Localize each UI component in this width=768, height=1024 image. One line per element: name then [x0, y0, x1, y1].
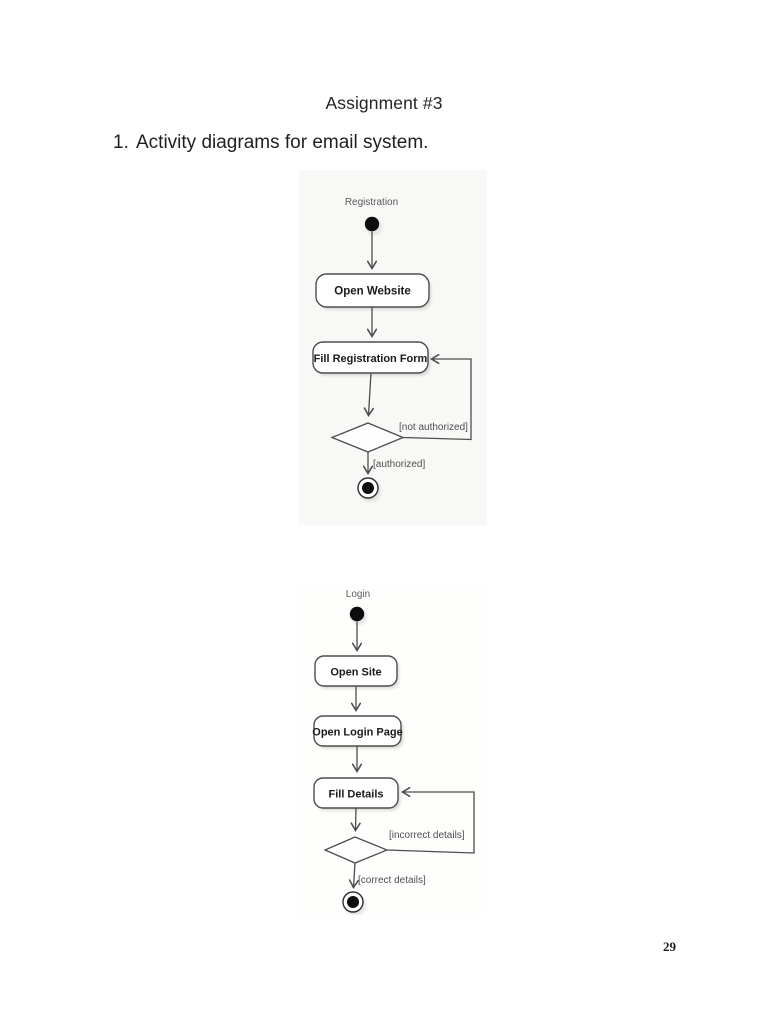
decision-diamond: [330, 422, 405, 453]
flow-arrow-not-authorized-loop: [402, 359, 472, 441]
flow-arrow-correct-details: [354, 862, 356, 887]
flow-arrow-incorrect-details-loop: [386, 792, 475, 854]
activity-open-website-label: Open Website: [334, 286, 410, 298]
flow-arrow-fill-details-to-decision: [356, 807, 357, 830]
login-diagram-canvas: Login Open Site Open Login Page Fill Det…: [312, 589, 475, 915]
decision-diamond: [323, 836, 389, 864]
list-item: 1. Activity diagrams for email system.: [113, 132, 428, 154]
diagram-title-label: Registration: [345, 197, 398, 208]
start-node: [349, 606, 365, 622]
diagram-title-label: Login: [346, 589, 370, 600]
guard-authorized-label: [authorized]: [373, 459, 425, 470]
guard-incorrect-details-label: [incorrect details]: [389, 830, 465, 841]
page-number: 29: [663, 939, 676, 954]
guard-correct-details-label: [correct details]: [358, 875, 426, 886]
final-node-inner: [347, 896, 359, 908]
final-node-inner: [362, 482, 374, 494]
registration-activity-diagram: Registration Open Website Fill Registrat…: [299, 170, 487, 525]
page-title: Assignment #3: [325, 93, 443, 113]
registration-diagram-canvas: Registration Open Website Fill Registrat…: [312, 197, 472, 502]
activity-open-site-label: Open Site: [330, 667, 381, 679]
activity-fill-registration-form-label: Fill Registration Form: [314, 353, 428, 365]
list-item-number: 1.: [113, 132, 129, 153]
login-activity-diagram: Login Open Site Open Login Page Fill Det…: [295, 585, 485, 915]
flow-arrow-fill-form-to-decision: [369, 372, 372, 415]
activity-open-login-page-label: Open Login Page: [312, 727, 402, 739]
start-node: [364, 216, 380, 232]
guard-not-authorized-label: [not authorized]: [399, 422, 468, 433]
activity-fill-details-label: Fill Details: [328, 789, 383, 801]
list-item-text: Activity diagrams for email system.: [136, 132, 429, 153]
